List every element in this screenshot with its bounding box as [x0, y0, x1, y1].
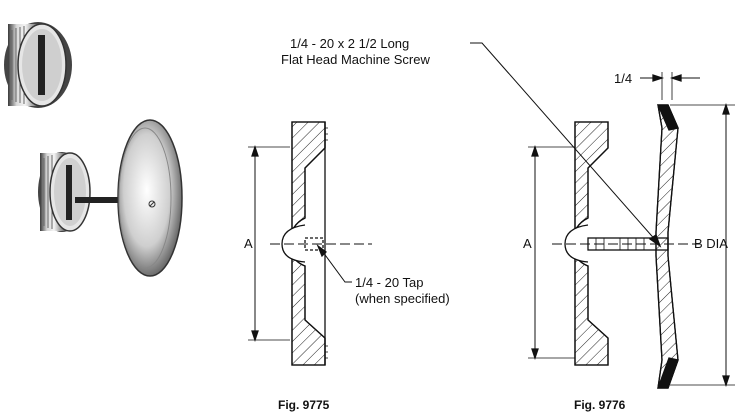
fig9776-screw-note: Flat Head Machine Screw: [281, 52, 430, 67]
fig-9776-section: [470, 42, 735, 389]
fig9776-dimension-a: A: [523, 236, 532, 251]
plug-with-disc-photo: [38, 119, 183, 277]
fig9775-caption: Fig. 9775: [278, 398, 330, 412]
fig9776-caption: Fig. 9776: [574, 398, 626, 412]
fig-9775-section: [248, 121, 372, 366]
fig9776-dimension-b: B DIA: [694, 236, 728, 251]
fig9775-tap-label: 1/4 - 20 Tap: [355, 275, 424, 290]
fig9775-tap-note: (when specified): [355, 291, 450, 306]
fig9776-screw-label: 1/4 - 20 x 2 1/2 Long: [290, 36, 410, 51]
plug-photo: [4, 22, 72, 108]
fig9776-thickness-label: 1/4: [614, 71, 633, 86]
fig9775-dimension-a: A: [244, 236, 253, 251]
